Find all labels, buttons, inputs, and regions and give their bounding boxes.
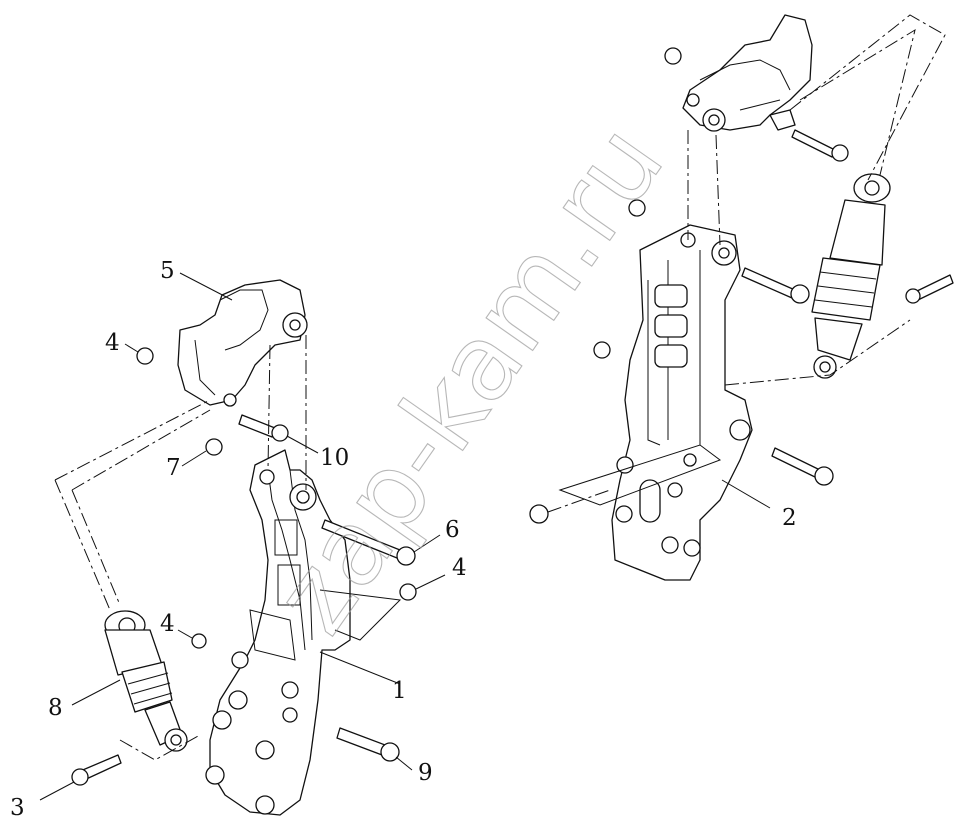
assembly-line-left-1 [54, 399, 211, 611]
assembly-line-right-4 [715, 134, 721, 246]
bolt-right-low [771, 447, 834, 486]
bolt-left-6 [321, 519, 416, 566]
callout-3: 3 [10, 795, 25, 821]
nut-right-d [529, 504, 549, 524]
bolt-left-10 [238, 414, 289, 442]
nut-left-4b [399, 583, 417, 601]
hinge-bracket-right [682, 14, 813, 132]
assembly-line-right-1 [789, 14, 946, 181]
assembly-line-left-3 [267, 344, 271, 471]
callout-8: 8 [48, 695, 63, 721]
callout-4b: 4 [452, 555, 467, 581]
callout-10: 10 [320, 445, 349, 471]
callout-2: 2 [782, 505, 797, 531]
shock-absorber-left [104, 610, 188, 752]
nut-right-a [664, 47, 682, 65]
assembly-line-right-2 [799, 28, 916, 176]
support-bracket-right [558, 224, 753, 581]
nut-left-4c [191, 633, 207, 649]
callout-1: 1 [392, 678, 407, 704]
callout-5: 5 [160, 258, 175, 284]
support-bracket-left [205, 449, 402, 816]
callout-4c: 4 [160, 611, 175, 637]
nut-right-b [628, 199, 646, 217]
assembly-line-left-5 [119, 734, 201, 761]
watermark: zap-kam.ru [251, 103, 688, 654]
assembly-line-left-2 [71, 409, 211, 606]
callout-6: 6 [445, 517, 460, 543]
callout-4a: 4 [105, 330, 120, 356]
callout-7: 7 [166, 455, 181, 481]
bolt-left-9 [336, 727, 400, 762]
bolt-left-3 [71, 754, 122, 786]
nut-right-c [593, 341, 611, 359]
hinge-bracket-left [177, 279, 308, 407]
assembly-line-right-5 [724, 319, 911, 386]
bolt-right-mid [741, 267, 810, 304]
shock-absorber-right [811, 173, 891, 379]
nut-left-4a [136, 347, 154, 365]
nut-left-7 [205, 438, 223, 456]
callout-9: 9 [418, 760, 433, 786]
bolt-right-shock [905, 274, 954, 304]
callout-leaders [39, 272, 771, 801]
bolt-right-top [791, 129, 849, 162]
assembly-line-right-6 [547, 489, 611, 513]
